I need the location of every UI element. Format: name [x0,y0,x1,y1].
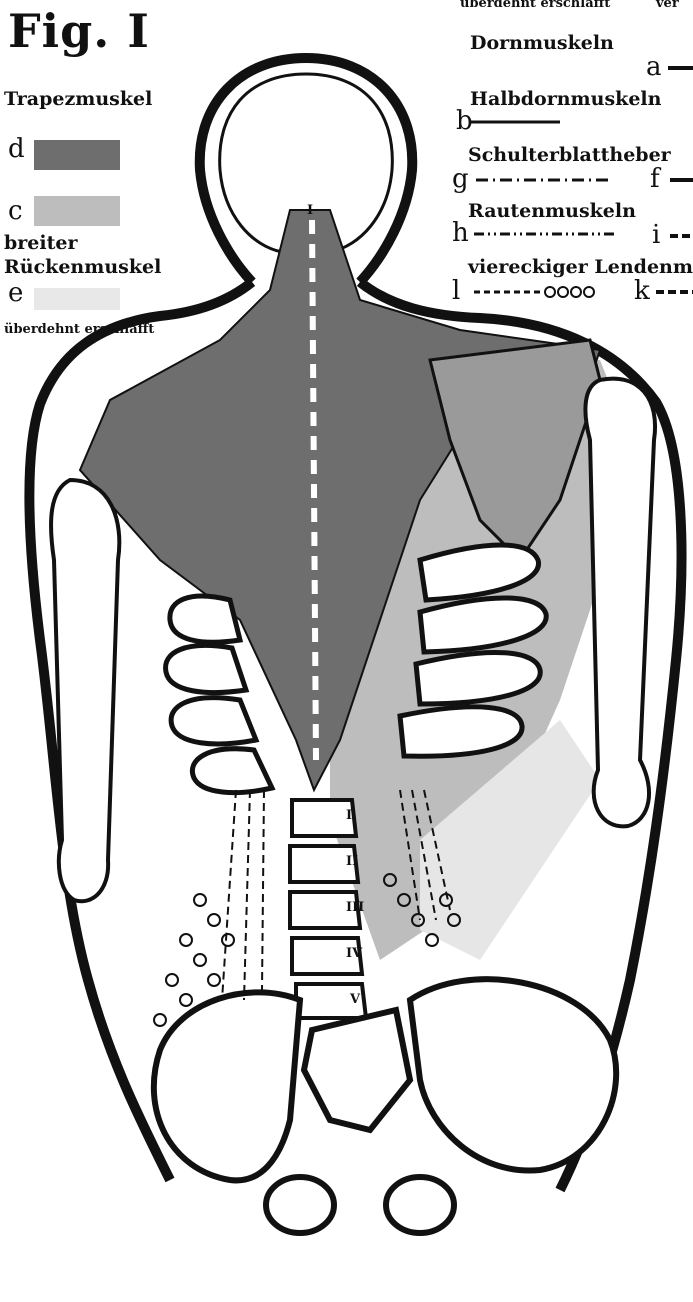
vertebra-label-4: IV [346,946,362,961]
legend-l-circles [545,287,594,297]
rib-left-1 [170,596,240,642]
legend-line-samples [470,68,693,297]
rib-left-4 [192,749,272,793]
right-humerus [585,379,655,827]
right-obturator [386,1177,454,1233]
pelvis [154,979,616,1233]
right-ilium [410,979,616,1170]
rib-left-2 [166,645,246,692]
cervical-label: I [307,203,313,218]
rib-left-3 [171,698,256,744]
vertebra-label-3: III [346,900,364,915]
left-ilium [154,992,300,1180]
sacrum [304,1010,410,1130]
vertebra-label-5: V [350,992,360,1007]
vertebra-label-2: II [346,854,358,869]
left-obturator [266,1177,334,1233]
spinal-column [312,220,316,760]
left-humerus [51,480,119,901]
vertebra-label-1: I [346,808,352,823]
